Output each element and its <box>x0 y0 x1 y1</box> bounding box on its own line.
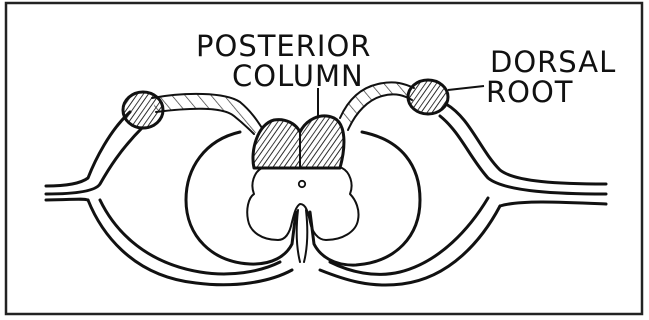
grey-matter <box>247 168 358 240</box>
left-spinal-nerve <box>46 112 292 285</box>
left-dorsal-root-ganglion <box>123 92 163 128</box>
label-posterior: POSTERIOR <box>196 29 371 63</box>
dorsal-root-leader <box>448 86 484 90</box>
right-dorsal-root-ganglion <box>408 80 448 114</box>
anterior-median-fissure <box>297 210 308 262</box>
central-canal <box>299 181 305 187</box>
label-column: COLUMN <box>232 59 364 93</box>
label-root: ROOT <box>486 75 574 109</box>
posterior-column <box>253 116 344 168</box>
label-dorsal: DORSAL <box>490 45 616 79</box>
left-dorsal-root <box>152 94 262 134</box>
